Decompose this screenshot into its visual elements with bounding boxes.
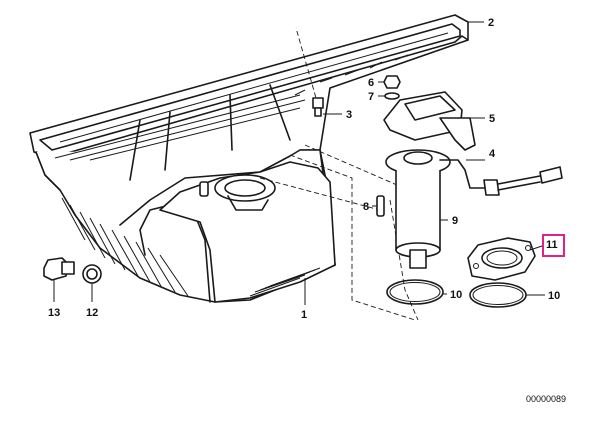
- o-ring-part: [386, 279, 444, 305]
- washer-part: [384, 92, 400, 100]
- callout-5: 5: [489, 113, 495, 125]
- callout-13: 13: [48, 307, 60, 319]
- callout-11: 11: [546, 239, 558, 251]
- highlight-box-11: [542, 234, 565, 257]
- document-number: 00000089: [526, 394, 566, 404]
- callout-10-left: 10: [450, 289, 462, 301]
- drain-plug-part: [43, 257, 75, 281]
- callout-9: 9: [452, 215, 458, 227]
- pin-part: [376, 195, 385, 217]
- callout-3: 3: [346, 109, 352, 121]
- oil-level-sensor-part: [385, 149, 563, 269]
- nut-part: [383, 75, 401, 89]
- callout-6: 6: [368, 77, 374, 89]
- callout-2: 2: [488, 17, 494, 29]
- callout-7: 7: [368, 91, 374, 103]
- sealing-ring-part: [82, 264, 102, 284]
- callout-12: 12: [86, 307, 98, 319]
- callout-10-right: 10: [548, 290, 560, 302]
- bolt-part: [312, 97, 324, 117]
- o-ring-part: [469, 282, 527, 308]
- callout-1: 1: [301, 309, 307, 321]
- callout-4: 4: [489, 148, 496, 160]
- callout-8: 8: [363, 201, 369, 213]
- gasket-ring-part: [467, 237, 536, 281]
- leader-lines: [53, 21, 545, 305]
- oil-pan-part: [35, 35, 469, 303]
- cover-part: [383, 91, 476, 151]
